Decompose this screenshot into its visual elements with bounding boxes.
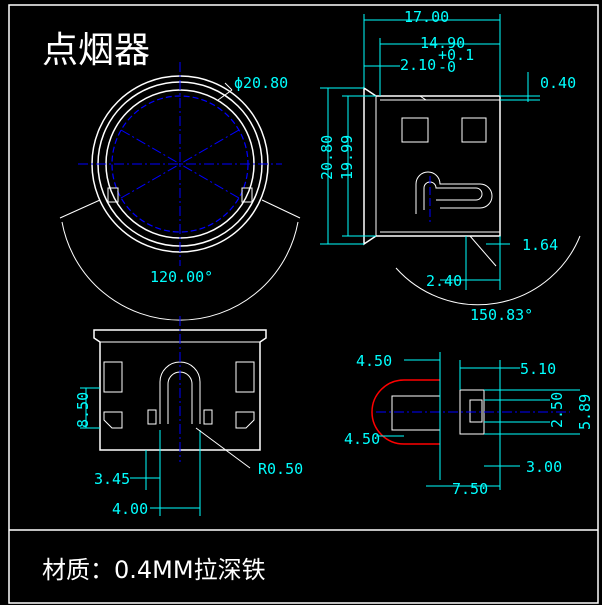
front-view (80, 316, 267, 516)
material-note: 材质：0.4MM拉深铁 (42, 556, 266, 584)
dim-slot-w: 4.00 (112, 500, 148, 518)
dim-tol-plus: +0.1 (438, 46, 474, 64)
dim-tab-d: 2.50 (548, 392, 566, 428)
dim-tab-b: 5.10 (520, 360, 556, 378)
dim-tab-e: 5.89 (576, 394, 594, 430)
dim-tol-minus: -0 (438, 58, 456, 76)
dim-thickness: 0.40 (540, 74, 576, 92)
top-view (59, 62, 301, 321)
dim-diameter: ϕ20.80 (234, 74, 288, 92)
dim-slot-pos: 2.40 (426, 272, 462, 290)
dim-flange: 2.10 (400, 56, 436, 74)
dim-id: 19.99 (338, 135, 356, 180)
dim-angle-top: 120.00° (150, 268, 213, 286)
drawing-title: 点烟器 (42, 30, 150, 71)
dim-angle-side: 150.83° (470, 306, 533, 324)
drawing-frame (8, 4, 599, 604)
side-view (320, 14, 581, 306)
dim-slot-off: 3.45 (94, 470, 130, 488)
tab-detail (371, 352, 580, 490)
dim-body-len: 14.90 (420, 34, 465, 52)
dim-gap: 1.64 (522, 236, 558, 254)
dim-od: 20.80 (318, 135, 336, 180)
dim-tab-f: 7.50 (452, 480, 488, 498)
dim-tab-a: 4.50 (356, 352, 392, 370)
dim-tab-c: 4.50 (344, 430, 380, 448)
dim-slot-h: 8.50 (74, 392, 92, 428)
dim-overall-len: 17.00 (404, 8, 449, 26)
dim-tab-g: 3.00 (526, 458, 562, 476)
dim-radius: R0.50 (258, 460, 303, 478)
